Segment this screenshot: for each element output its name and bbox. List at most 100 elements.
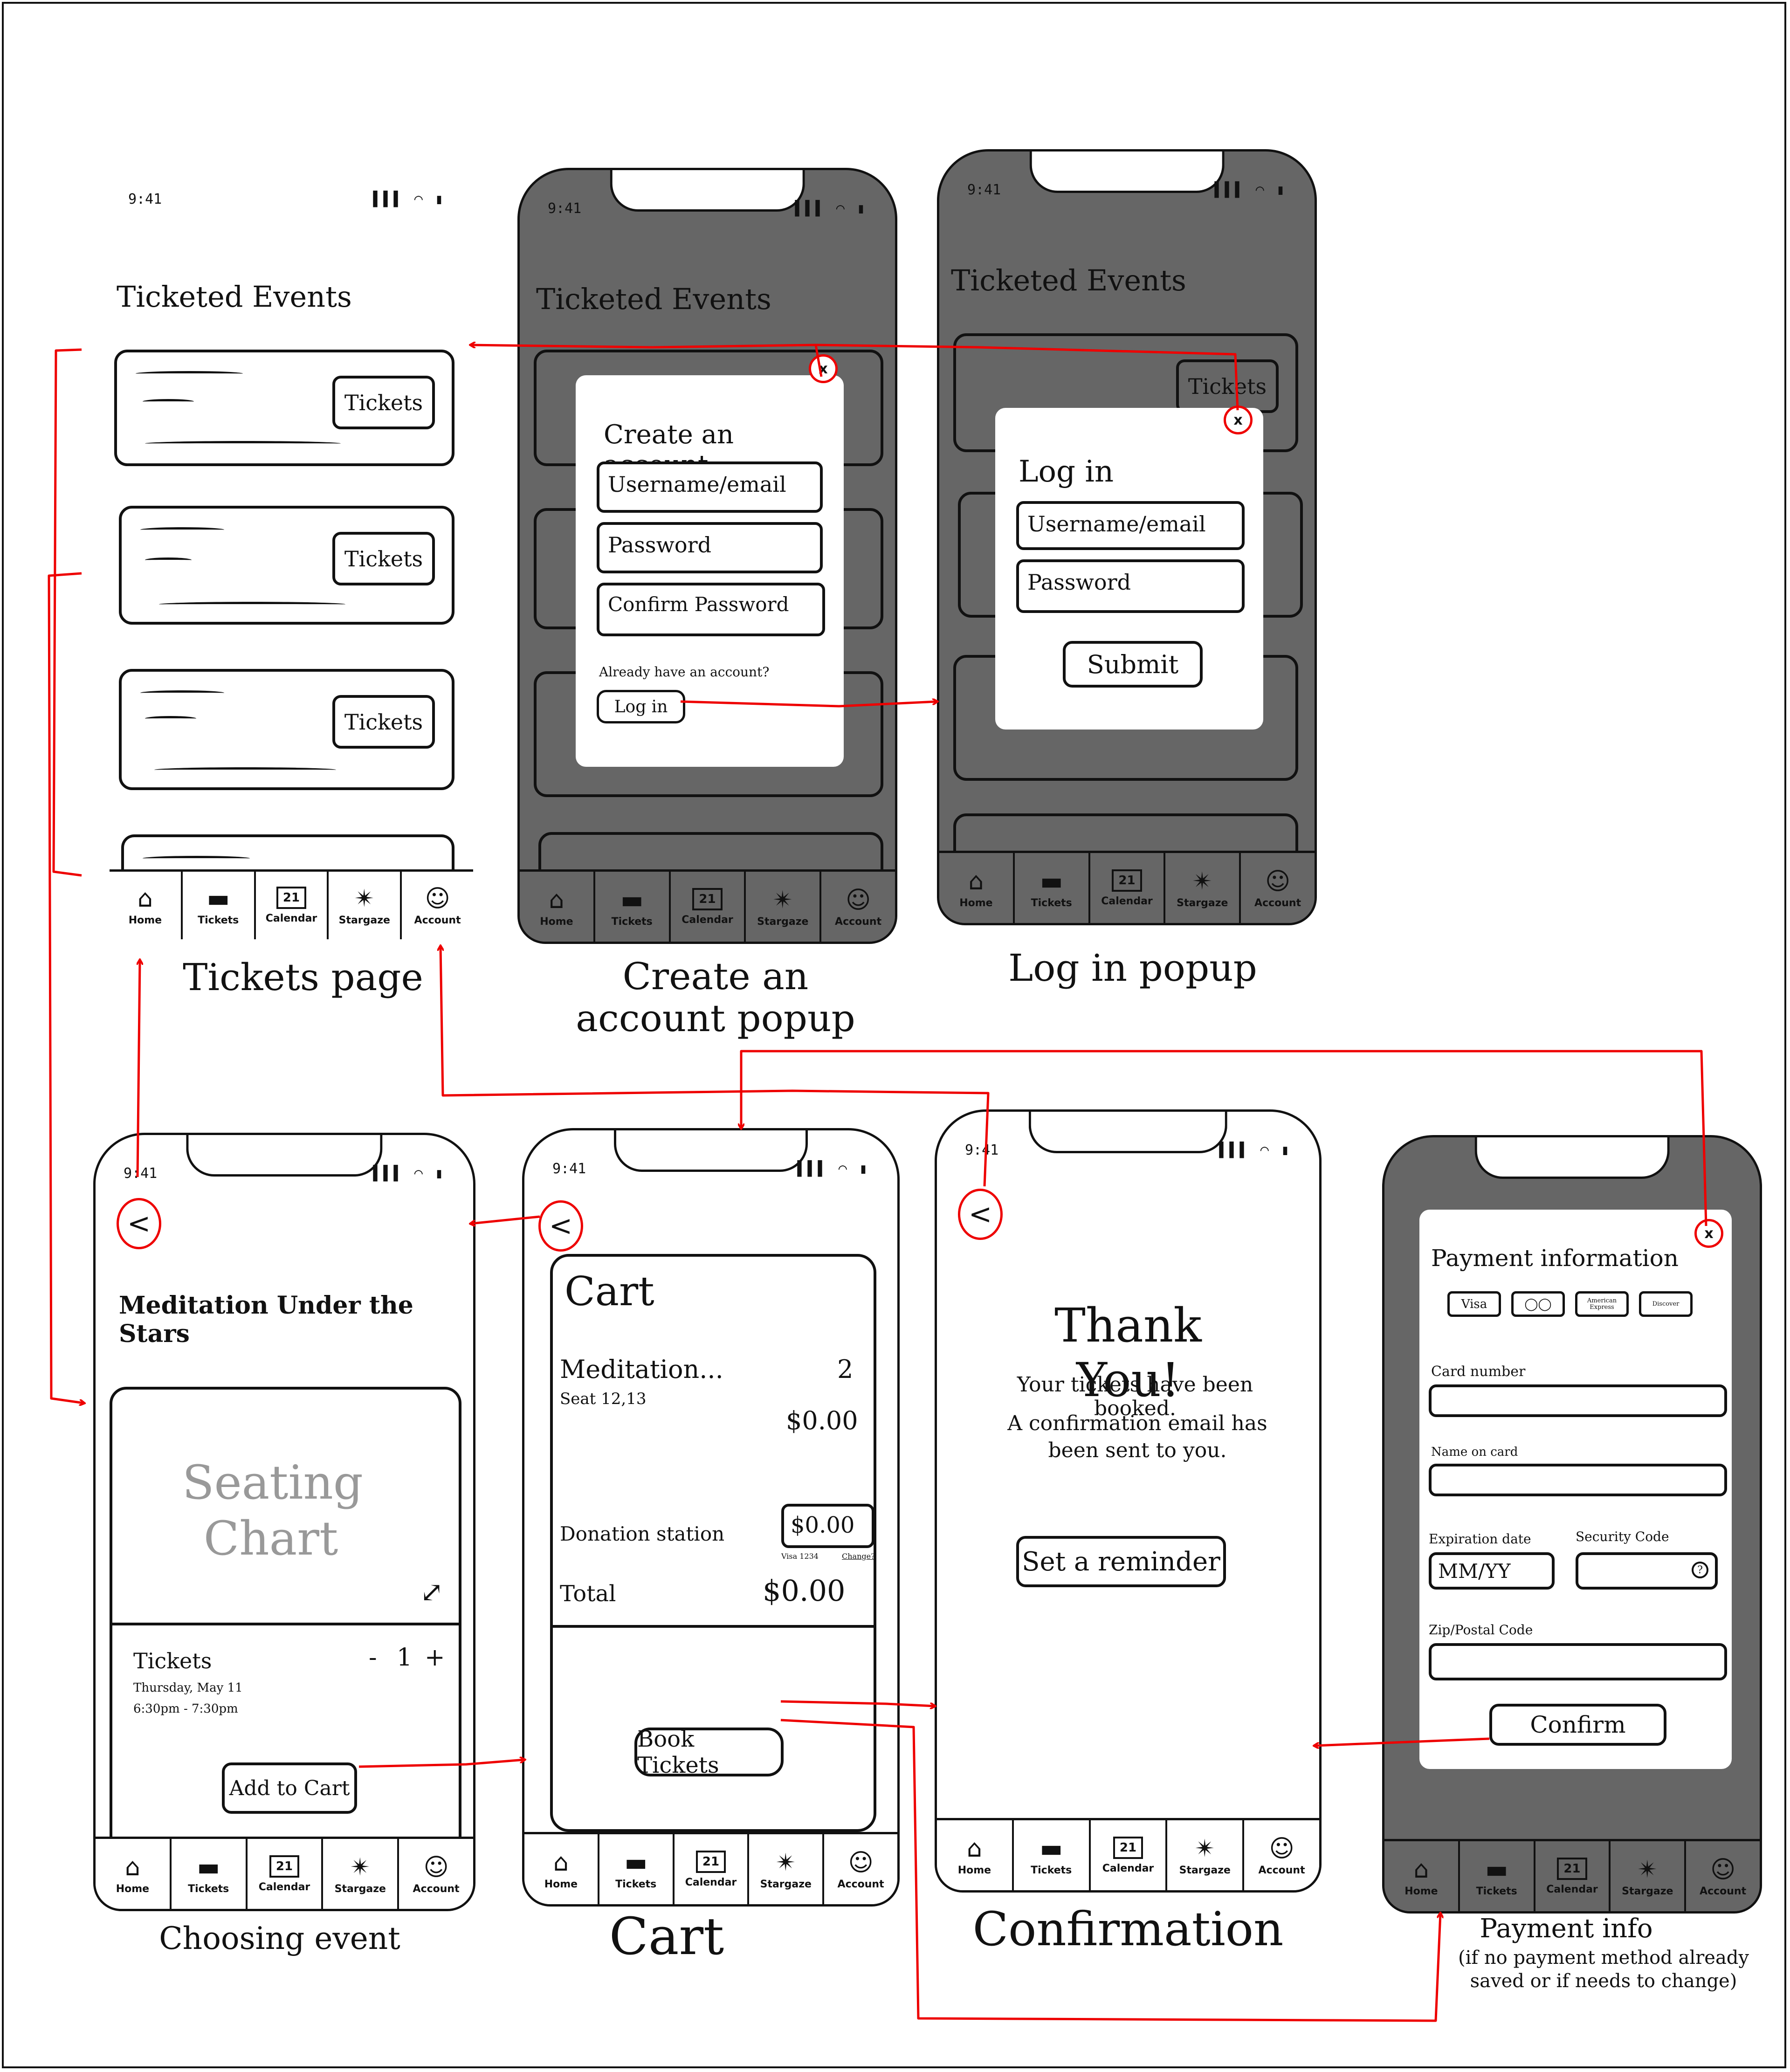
tab-stargaze[interactable]: ✴Stargaze [1611,1841,1687,1911]
calendar-icon: 21 [276,887,307,909]
set-reminder-button[interactable]: Set a reminder [1016,1536,1226,1587]
card-number-field[interactable] [1429,1384,1727,1417]
tab-tickets[interactable]: ▬Tickets [595,872,671,942]
tab-account[interactable]: ☺Account [402,872,473,939]
tickets-label: Tickets [133,1648,212,1673]
flow-event-back-to-tickets [136,960,140,1177]
tab-tickets[interactable]: ▬Tickets [1014,1820,1091,1890]
close-icon[interactable]: x [1694,1219,1723,1248]
close-icon[interactable]: x [1224,406,1253,434]
tab-home[interactable]: ⌂Home [524,1834,599,1904]
submit-button[interactable]: Submit [1063,641,1203,688]
card-brand-option[interactable]: Visa [1447,1291,1501,1317]
confirm-button[interactable]: Confirm [1489,1704,1666,1746]
card-brand-option[interactable]: American Express [1575,1291,1629,1317]
plus-button[interactable]: + [425,1644,445,1672]
back-button[interactable]: < [958,1189,1003,1240]
donation-change-link[interactable]: Change? [842,1552,875,1561]
tab-home[interactable]: ⌂Home [1384,1841,1460,1911]
tab-account[interactable]: ☺Account [821,872,895,942]
tab-label: Tickets [188,1883,229,1895]
stargaze-icon: ✴ [354,885,375,913]
cart-divider [553,1625,874,1628]
calendar-icon: 21 [1112,869,1142,892]
cart-item-name: Meditation... [560,1355,723,1384]
tab-label: Account [413,1883,460,1895]
cart-panel: Cart Meditation... 2 Seat 12,13 $0.00 Do… [550,1254,876,1832]
tab-account[interactable]: ☺Account [1244,1820,1319,1890]
tab-account[interactable]: ☺Account [399,1839,473,1909]
tab-home[interactable]: ⌂Home [96,1839,172,1909]
tab-account[interactable]: ☺Account [1686,1841,1760,1911]
back-button[interactable]: < [538,1200,583,1252]
tab-tickets[interactable]: ▬Tickets [1015,853,1090,923]
tab-tickets[interactable]: ▬Tickets [183,872,256,939]
home-icon: ⌂ [1413,1855,1429,1884]
home-icon: ⌂ [966,1834,982,1863]
tab-label: Stargaze [757,916,809,928]
caption-create-account: Create an account popup [576,955,855,1040]
confirm-password-field[interactable]: Confirm Password [597,583,825,636]
card-brand-option[interactable]: ◯◯ [1511,1291,1565,1317]
card-brand-option[interactable]: Discover [1639,1291,1693,1317]
password-field[interactable]: Password [1016,559,1245,613]
event-card[interactable]: Tickets [114,350,454,466]
tab-label: Tickets [611,916,653,928]
already-account-text: Already have an account? [599,664,770,680]
tickets-button[interactable]: Tickets [332,695,435,749]
event-card[interactable]: Tickets [119,506,454,625]
book-tickets-button[interactable]: Book Tickets [634,1726,784,1778]
tab-stargaze[interactable]: ✴Stargaze [746,872,822,942]
tickets-button[interactable]: Tickets [332,532,435,585]
expiration-field[interactable]: MM/YY [1429,1552,1555,1590]
login-button[interactable]: Log in [597,690,685,723]
tab-tickets[interactable]: ▬Tickets [172,1839,248,1909]
zip-field[interactable] [1429,1643,1727,1680]
add-to-cart-button[interactable]: Add to Cart [222,1762,357,1814]
username-field[interactable]: Username/email [1016,501,1245,550]
tab-stargaze[interactable]: ✴Stargaze [323,1839,399,1909]
tab-stargaze[interactable]: ✴Stargaze [749,1834,825,1904]
tab-home[interactable]: ⌂Home [520,872,595,942]
seating-chart[interactable]: Seating Chart ⤢ [112,1390,459,1625]
back-button[interactable]: < [117,1198,161,1249]
tab-stargaze[interactable]: ✴Stargaze [1165,853,1241,923]
home-icon: ⌂ [137,885,153,913]
username-field[interactable]: Username/email [597,461,823,513]
event-card[interactable]: Tickets [119,669,454,790]
donation-field[interactable]: $0.00 [781,1504,874,1548]
home-icon: ⌂ [968,867,984,895]
tab-tickets[interactable]: ▬Tickets [599,1834,675,1904]
event-panel: Seating Chart ⤢ Tickets Thursday, May 11… [110,1387,461,1853]
name-on-card-field[interactable] [1429,1464,1727,1496]
total-value: $0.00 [763,1574,846,1608]
tab-home[interactable]: ⌂Home [937,1820,1014,1890]
tab-stargaze[interactable]: ✴Stargaze [1167,1820,1245,1890]
tab-account[interactable]: ☺Account [824,1834,897,1904]
tab-stargaze[interactable]: ✴Stargaze [329,872,402,939]
minus-button[interactable]: - [369,1644,377,1672]
tab-tickets[interactable]: ▬Tickets [1460,1841,1535,1911]
tab-home[interactable]: ⌂Home [110,872,183,939]
phone-cart: 9:41 ▌▌▌ ◠ ▮ < Cart Meditation... 2 Seat… [522,1128,900,1907]
phone-notch [1474,1137,1670,1179]
event-line [145,441,341,446]
security-code-field[interactable]: ? [1576,1552,1718,1590]
tab-account[interactable]: ☺Account [1241,853,1315,923]
flow-cart-back-to-event [471,1215,540,1224]
event-line [145,558,192,563]
tickets-button[interactable]: Tickets [332,376,435,429]
password-field[interactable]: Password [597,522,823,573]
stargaze-icon: ✴ [1637,1855,1658,1884]
tab-home[interactable]: ⌂Home [939,853,1015,923]
expand-icon[interactable]: ⤢ [420,1576,444,1609]
help-icon[interactable]: ? [1692,1562,1708,1578]
